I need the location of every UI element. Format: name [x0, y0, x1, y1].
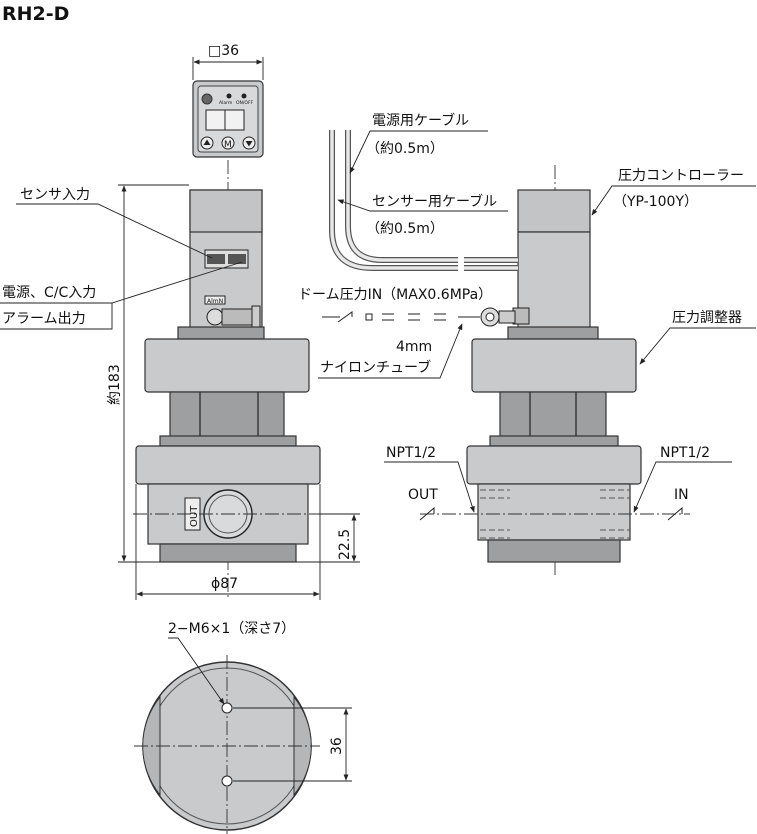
bolt-spacing-dim: 36	[329, 737, 345, 755]
logo-icon	[201, 93, 213, 105]
bolt-label: 2−M6×1（深さ7）	[168, 621, 295, 637]
side-regulator-lower	[477, 483, 631, 541]
controller-width-dim: □36	[208, 43, 239, 59]
tube-size-label: 4mm	[396, 339, 432, 355]
out-label: OUT	[408, 487, 438, 503]
npt-right-label: NPT1/2	[660, 445, 710, 461]
onoff-led-label: ON/OFF	[236, 100, 254, 106]
bolt-leader	[168, 637, 225, 705]
sensor-cable-leader	[337, 199, 508, 212]
diameter-dim: ϕ87	[211, 576, 238, 592]
bolt-hole-icon	[221, 775, 233, 787]
alarm-led-label: Alarm	[219, 100, 232, 106]
regulator-base	[159, 543, 297, 563]
power-cable-length: （約0.5m）	[366, 141, 444, 157]
sensor-input-leader	[16, 203, 213, 259]
bottom-view: 2−M6×1（深さ7） 36	[134, 621, 352, 834]
tube-leader	[318, 323, 463, 379]
alarm-output-label: アラーム出力	[2, 311, 86, 327]
side-base	[487, 539, 621, 563]
dome-fitting-icon	[206, 308, 224, 326]
drawing-title: RH2-D	[2, 3, 69, 25]
m-button-icon	[221, 136, 235, 150]
controller-label: 圧力コントローラー	[618, 168, 744, 184]
sensor-cable-label: センサー用ケーブル	[372, 193, 497, 210]
bolt-hole-icon	[221, 702, 233, 714]
sensor-input-label: センサ入力	[20, 187, 90, 203]
controller-leader	[591, 185, 756, 216]
side-regulator-cap	[471, 338, 637, 393]
in-flow-arrow	[667, 506, 683, 521]
npt-right-leader	[633, 461, 732, 513]
side-hex-nut	[499, 391, 607, 443]
npt-left-label: NPT1/2	[386, 445, 436, 461]
regulator-cap	[144, 338, 310, 393]
regulator-hex-nut	[169, 391, 285, 443]
dome-in-label: ドーム圧力IN（MAX0.6MPa）	[298, 287, 492, 303]
side-regulator-body	[466, 445, 642, 485]
controller-top-view: Alarm ON/OFF M □36	[192, 43, 264, 158]
svg-text:OUT: OUT	[189, 505, 200, 527]
sensor-cable-length: （約0.5m）	[366, 221, 444, 237]
regulator-label: 圧力調整器	[672, 310, 742, 326]
alarm-led-icon	[226, 93, 232, 99]
onoff-led-icon	[241, 93, 247, 99]
alarm-tag	[204, 295, 226, 305]
nylon-tube-label: ナイロンチューブ	[320, 359, 431, 376]
npt-left-leader	[384, 461, 475, 513]
in-label: IN	[674, 487, 689, 503]
power-cable-leader	[349, 130, 488, 174]
dome-pressure-line	[322, 311, 480, 323]
controller-flange	[177, 326, 265, 340]
side-controller-body	[517, 231, 591, 331]
m-button-label: M	[224, 140, 232, 150]
side-view: 電源用ケーブル （約0.5m） センサー用ケーブル （約0.5m） 圧力コントロ…	[298, 112, 756, 578]
controller-model: （YP-100Y）	[613, 194, 698, 210]
power-cc-input-label: 電源、C/C入力	[2, 285, 96, 301]
out-flow-arrow	[419, 506, 435, 521]
height-dim: 約183	[107, 364, 123, 405]
front-view: AlmN OUT 約183 ϕ87 22.5 センサ入力	[0, 160, 360, 600]
port-height-dim: 22.5	[337, 529, 353, 560]
side-controller-top	[517, 189, 591, 233]
power-cable-label: 電源用ケーブル	[372, 112, 469, 129]
svg-text:AlmN: AlmN	[207, 298, 223, 305]
regulator-leader	[639, 327, 756, 365]
regulator-body-upper	[135, 445, 321, 485]
